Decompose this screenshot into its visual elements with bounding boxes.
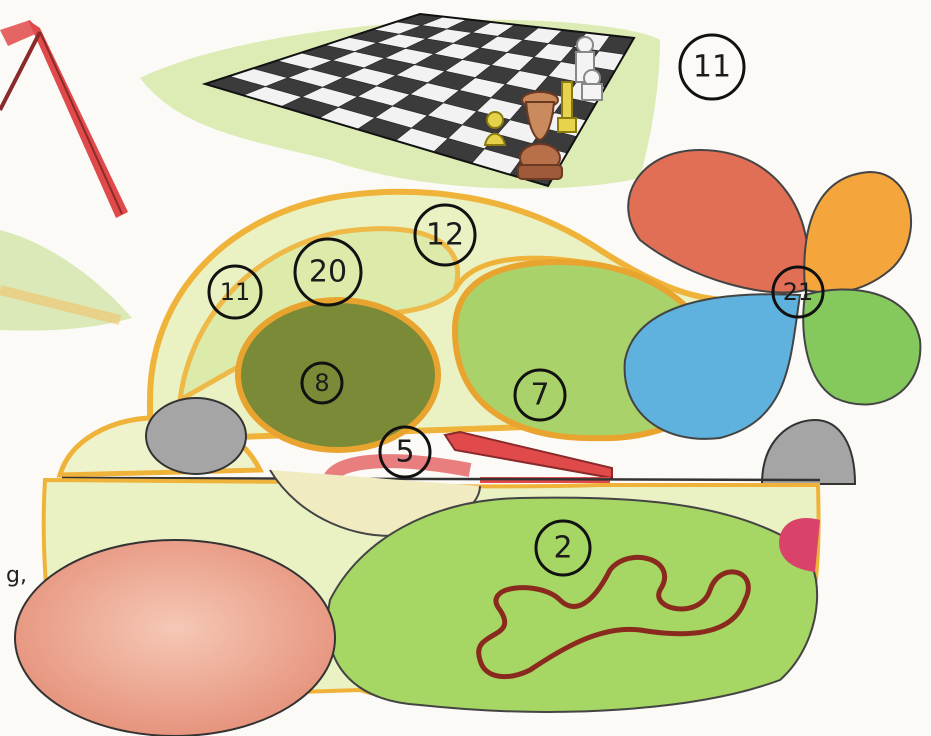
- edge-text-fragment: g,: [6, 563, 27, 588]
- svg-text:12: 12: [426, 218, 464, 253]
- svg-text:11: 11: [693, 50, 731, 85]
- svg-text:2: 2: [553, 531, 572, 566]
- petal-red: [628, 150, 808, 293]
- svg-text:7: 7: [530, 378, 549, 413]
- svg-text:11: 11: [220, 278, 251, 306]
- svg-text:21: 21: [783, 278, 814, 306]
- petal-green: [803, 289, 920, 404]
- svg-text:5: 5: [395, 435, 414, 470]
- stone-right: [762, 420, 855, 484]
- petal-orange: [804, 172, 911, 293]
- red-circle-area: [15, 540, 335, 736]
- svg-text:20: 20: [309, 255, 347, 290]
- stone-left: [146, 398, 246, 474]
- label-red-ramp: 5: [380, 427, 430, 477]
- swing-frame: [0, 20, 128, 218]
- chessboard-zone: [140, 14, 660, 189]
- svg-text:8: 8: [314, 369, 329, 397]
- label-chessboard: 11: [680, 35, 744, 99]
